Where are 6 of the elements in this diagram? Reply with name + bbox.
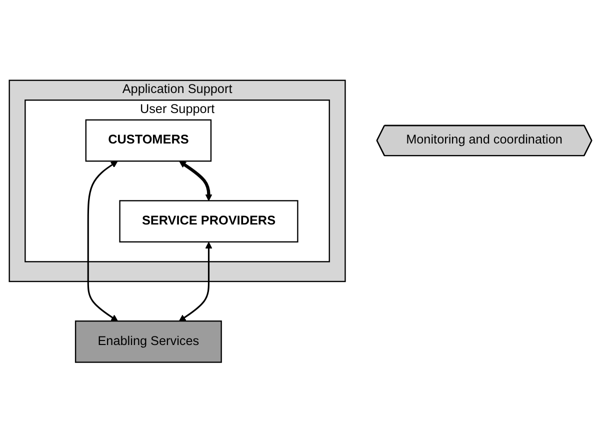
arrow xyxy=(178,242,212,322)
node-box: Enabling Services xyxy=(74,320,222,364)
node-box: SERVICE PROVIDERS xyxy=(119,200,298,243)
arrow xyxy=(87,161,118,322)
node-box: CUSTOMERS xyxy=(85,120,212,162)
arrow xyxy=(179,161,212,202)
